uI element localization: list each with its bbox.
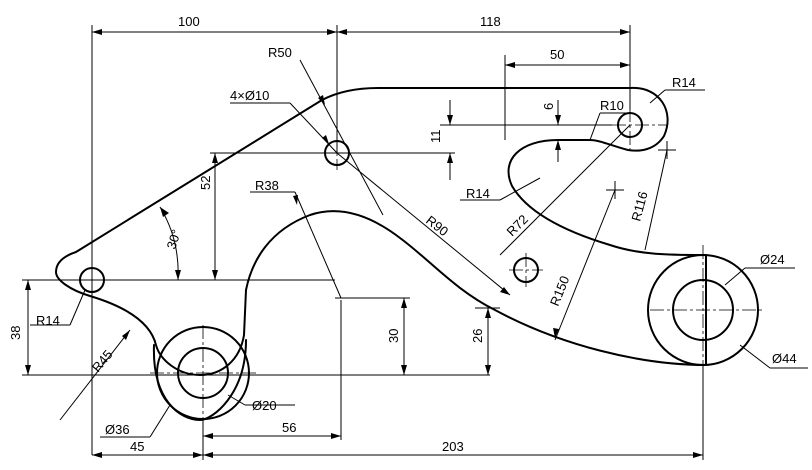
dim-6: 6 [541,103,556,110]
dimension-labels: 100 118 50 R50 R14 4×Ø10 6 R10 11 52 R38… [8,14,797,454]
dim-52: 52 [198,176,213,190]
dimension-lines [25,29,703,458]
dim-r116: R116 [628,190,650,223]
dim-dia20: Ø20 [252,398,277,413]
dim-118: 118 [480,14,501,29]
dim-50: 50 [550,47,564,62]
dim-100: 100 [178,14,200,29]
dim-r10: R10 [600,98,624,113]
dim-11: 11 [428,130,443,144]
dim-r14-slot: R14 [466,186,490,201]
part-outline [55,86,759,421]
dim-hole-4x10: 4×Ø10 [230,88,269,103]
dim-30: 30 [386,329,401,343]
dim-38: 38 [8,326,23,340]
dim-r14-top: R14 [672,75,696,90]
dim-r14-left: R14 [36,313,60,328]
dim-26: 26 [470,329,485,343]
outer-profile [55,86,707,376]
dim-dia44: Ø44 [772,351,797,366]
dim-r45: R45 [89,347,116,375]
dim-angle-30: 30° [164,228,184,251]
leader-lines [30,59,808,438]
dim-203: 203 [442,439,464,454]
dim-45: 45 [130,439,144,454]
dim-dia24: Ø24 [760,252,785,267]
dim-r72: R72 [504,212,531,239]
dim-r50: R50 [268,45,292,60]
dim-dia36: Ø36 [105,422,130,437]
dim-r90: R90 [423,213,451,240]
dim-r150: R150 [547,274,573,308]
dim-r38: R38 [255,178,279,193]
dim-56: 56 [282,420,296,435]
